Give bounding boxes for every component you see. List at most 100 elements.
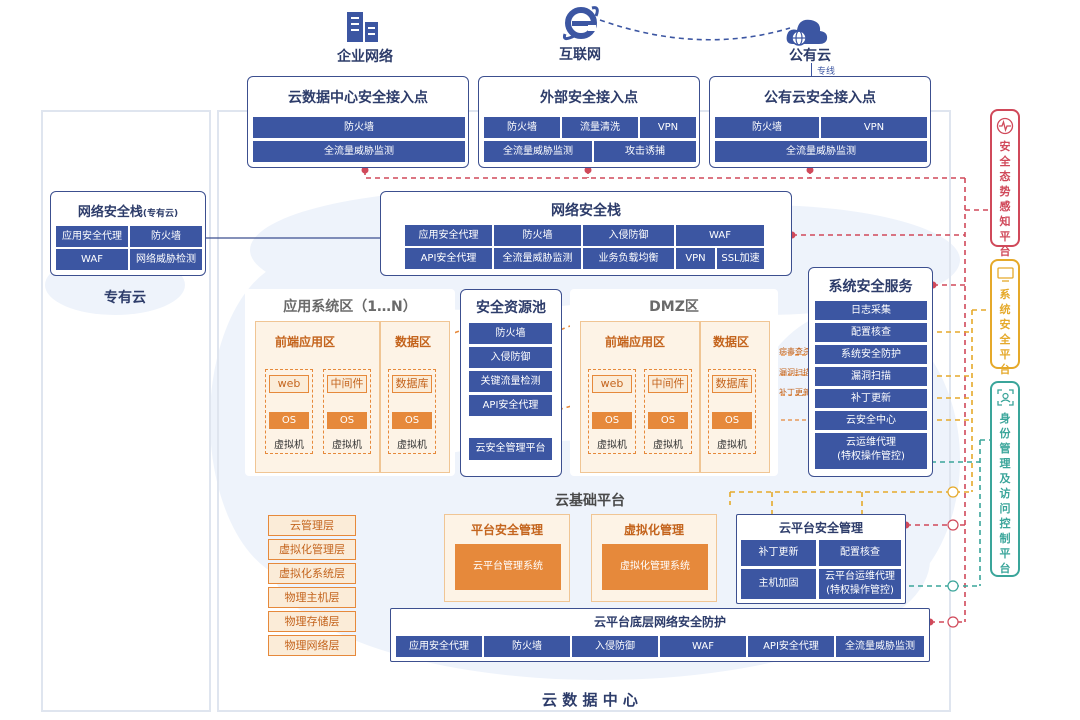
cps-ops-proxy-line2: (特权操作管控) <box>826 585 894 596</box>
dedicated-line-mark <box>811 63 812 77</box>
dmz-vm-db-label: 数据库 <box>712 375 752 393</box>
ap2-vpn: VPN <box>640 117 696 138</box>
dmz-title: DMZ区 <box>649 299 699 315</box>
sys-service-title: 系统安全服务 <box>828 279 913 295</box>
ss-config-check: 配置核查 <box>815 323 927 342</box>
app-vm-mw-name: 虚拟机 <box>332 440 362 451</box>
cloud-platform-security-mgmt: 云平台安全管理 补丁更新 配置核查 主机加固 云平台运维代理 (特权操作管控) <box>736 514 906 604</box>
dmz-vm-db-name: 虚拟机 <box>717 440 747 451</box>
security-resource-pool: 安全资源池 防火墙 入侵防御 关键流量检测 API安全代理 云安全管理平台 <box>460 289 562 477</box>
ns-api-proxy: API安全代理 <box>405 248 492 269</box>
dmz-vm-mw-label: 中间件 <box>648 375 688 393</box>
app-zone-title: 应用系统区（1…N） <box>283 299 417 315</box>
identity-platform-label: 身份管理及访问控制平台 <box>999 412 1011 575</box>
monitor-icon <box>997 267 1014 282</box>
layer-physical-host: 物理主机层 <box>268 587 356 608</box>
dmz-vm-database: 数据库 OS 虚拟机 <box>708 369 756 454</box>
private-stack-title-suffix: (专有云) <box>142 209 179 219</box>
ss-patch-update: 补丁更新 <box>815 389 927 408</box>
enterprise-network-label: 企业网络 <box>337 49 393 65</box>
cps-ops-proxy: 云平台运维代理 (特权操作管控) <box>819 569 901 599</box>
app-data-area <box>380 321 450 473</box>
cloud-base-platform: 云基础平台 <box>245 485 935 675</box>
rp-traffic-detect: 关键流量检测 <box>469 371 552 392</box>
private-cloud-stack: 网络安全栈(专有云) 应用安全代理 防火墙 WAF 网络威胁检测 <box>50 191 206 276</box>
app-vm-web-name: 虚拟机 <box>274 440 304 451</box>
virt-mgmt-system: 虚拟化管理系统 <box>602 544 708 590</box>
cloud-globe-icon <box>786 19 828 46</box>
ap2-firewall: 防火墙 <box>484 117 560 138</box>
app-vm-db-label: 数据库 <box>392 375 432 393</box>
ns-traffic-monitor: 全流量威胁监测 <box>494 248 581 269</box>
ap2-attack-trap: 攻击诱捕 <box>594 141 696 162</box>
app-data-title: 数据区 <box>395 335 432 349</box>
public-cloud-access-title: 公有云安全接入点 <box>764 90 876 106</box>
un-traffic-monitor: 全流量威胁监测 <box>836 636 924 657</box>
dmz-data-title: 数据区 <box>713 335 750 349</box>
private-stack-title: 网络安全栈(专有云) <box>51 201 205 220</box>
layer-cloud-mgmt: 云管理层 <box>268 515 356 536</box>
private-stack-title-text: 网络安全栈 <box>77 205 143 220</box>
ns-waf: WAF <box>676 225 764 246</box>
situation-awareness-platform: 安全态势感知平台 <box>990 109 1020 258</box>
pc-app-proxy: 应用安全代理 <box>56 226 128 247</box>
ns-firewall: 防火墙 <box>494 225 581 246</box>
ss-system-protect: 系统安全防护 <box>815 345 927 364</box>
ss-ops-proxy: 云运维代理 (特权操作管控) <box>815 433 927 469</box>
internet-explorer-icon <box>562 6 599 41</box>
layer-virt-mgmt: 虚拟化管理层 <box>268 539 356 560</box>
rp-ips: 入侵防御 <box>469 347 552 368</box>
dmz-frontend-area <box>580 321 700 473</box>
virt-mgmt-title: 虚拟化管理 <box>623 523 684 537</box>
resource-pool-title: 安全资源池 <box>476 300 546 316</box>
heartbeat-icon <box>996 117 1014 135</box>
system-security-platform: 系统安全平台 <box>990 259 1020 376</box>
identity-access-platform: 身份管理及访问控制平台 <box>990 381 1020 577</box>
dedicated-line-label: 专线 <box>817 67 836 77</box>
ap1-traffic-monitor: 全流量威胁监测 <box>253 141 465 162</box>
pc-waf: WAF <box>56 249 128 270</box>
app-vm-web-os: OS <box>269 412 309 429</box>
dmz-vm-mw-name: 虚拟机 <box>653 440 683 451</box>
un-firewall: 防火墙 <box>484 636 570 657</box>
dmz-frontend-title: 前端应用区 <box>605 335 666 349</box>
underlay-network-security: 云平台底层网络安全防护 应用安全代理 防火墙 入侵防御 WAF API安全代理 … <box>390 608 930 662</box>
dmz-vm-web-os: OS <box>592 412 632 429</box>
un-api-proxy: API安全代理 <box>748 636 834 657</box>
dmz-vm-db-os: OS <box>712 412 752 429</box>
system-platform-label: 系统安全平台 <box>999 288 1011 376</box>
dmz-vm-mw-os: OS <box>648 412 688 429</box>
layer-virt-system: 虚拟化系统层 <box>268 563 356 584</box>
dmz-vm-middleware: 中间件 OS 虚拟机 <box>644 369 692 454</box>
app-vm-web-label: web <box>269 375 309 393</box>
ss-cloud-security-center: 云安全中心 <box>815 411 927 430</box>
app-vm-mw-label: 中间件 <box>327 375 367 393</box>
public-cloud-access-point: 公有云安全接入点 防火墙 VPN 全流量威胁监测 <box>709 76 931 168</box>
dmz-vm-web-label: web <box>592 375 632 393</box>
app-frontend-area <box>255 321 380 473</box>
app-vm-database: 数据库 OS 虚拟机 <box>388 369 436 454</box>
external-access-point: 外部安全接入点 防火墙 流量清洗 VPN 全流量威胁监测 攻击诱捕 <box>478 76 700 168</box>
public-cloud-label: 公有云 <box>789 48 831 64</box>
rp-cloud-security-mgmt: 云安全管理平台 <box>469 438 552 460</box>
pc-firewall: 防火墙 <box>130 226 202 247</box>
ns-ssl: SSL加速 <box>717 248 764 269</box>
ns-app-proxy: 应用安全代理 <box>405 225 492 246</box>
app-vm-db-os: OS <box>392 412 432 429</box>
app-vm-mw-os: OS <box>327 412 367 429</box>
ap3-firewall: 防火墙 <box>715 117 819 138</box>
app-frontend-title: 前端应用区 <box>275 335 336 349</box>
cps-host-hardening: 主机加固 <box>741 569 816 599</box>
ap3-traffic-monitor: 全流量威胁监测 <box>715 141 927 162</box>
dmz-vm-web-name: 虚拟机 <box>597 440 627 451</box>
rp-firewall: 防火墙 <box>469 323 552 344</box>
internet-label: 互联网 <box>559 47 601 63</box>
building-icon <box>347 12 378 42</box>
ns-load-balancer: 业务负载均衡 <box>583 248 674 269</box>
ap1-firewall: 防火墙 <box>253 117 465 138</box>
un-waf: WAF <box>660 636 746 657</box>
ns-vpn: VPN <box>676 248 715 269</box>
network-security-stack: 网络安全栈 应用安全代理 防火墙 入侵防御 WAF API安全代理 全流量威胁监… <box>380 191 792 276</box>
dmz-label-vuln-scan: 漏洞扫描 <box>779 368 811 377</box>
datacenter-access-point: 云数据中心安全接入点 防火墙 全流量威胁监测 <box>247 76 469 168</box>
